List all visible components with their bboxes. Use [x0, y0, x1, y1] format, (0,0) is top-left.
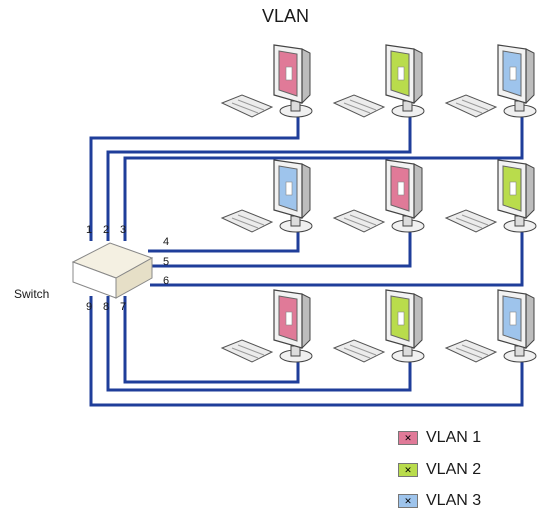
cable-port-4 — [148, 230, 300, 253]
port-label-9: 9 — [86, 301, 93, 313]
cable-port-7 — [123, 296, 300, 384]
workstation-6 — [444, 159, 537, 233]
cable-port-6 — [150, 230, 524, 287]
workstation-8 — [332, 289, 425, 363]
workstation-7 — [220, 289, 313, 363]
port-label-4: 4 — [163, 236, 170, 248]
cable-port-9 — [89, 296, 524, 407]
workstation-5 — [332, 159, 425, 233]
workstation-4 — [220, 159, 313, 233]
legend-label-vlan-3: VLAN 3 — [426, 492, 482, 509]
keyboard-icon — [332, 339, 386, 363]
port-label-7: 7 — [120, 301, 127, 313]
port-label-6: 6 — [163, 275, 170, 287]
keyboard-icon — [332, 94, 386, 118]
legend-swatch-vlan-3: ✕ — [398, 494, 418, 508]
port-label-3: 3 — [120, 224, 127, 236]
cable-port-8 — [106, 296, 412, 392]
keyboard-icon — [444, 94, 498, 118]
workstation-9 — [444, 289, 537, 363]
cable-port-3 — [123, 116, 524, 241]
cable-port-2 — [106, 116, 412, 241]
port-label-5: 5 — [163, 256, 170, 268]
cable-port-1 — [89, 116, 300, 241]
diagram-title: VLAN — [262, 6, 310, 26]
port-label-2: 2 — [103, 224, 110, 236]
switch-label: Switch — [14, 287, 50, 301]
workstation-3 — [444, 44, 537, 118]
cable-layer — [89, 116, 524, 407]
legend-label-vlan-1: VLAN 1 — [426, 429, 482, 446]
cable-port-5 — [150, 230, 412, 268]
legend-item-vlan-3: ✕ VLAN 3 — [398, 491, 481, 511]
workstation-1 — [220, 44, 313, 118]
keyboard-icon — [220, 94, 274, 118]
keyboard-icon — [444, 209, 498, 233]
legend-swatch-vlan-1: ✕ — [398, 431, 418, 445]
switch-icon — [71, 242, 154, 299]
keyboard-icon — [444, 339, 498, 363]
keyboard-icon — [332, 209, 386, 233]
legend-label-vlan-2: VLAN 2 — [426, 461, 482, 478]
legend-item-vlan-1: ✕ VLAN 1 — [398, 428, 481, 448]
workstation-layer — [220, 44, 537, 363]
workstation-2 — [332, 44, 425, 118]
port-label-8: 8 — [103, 301, 110, 313]
keyboard-icon — [220, 339, 274, 363]
legend-item-vlan-2: ✕ VLAN 2 — [398, 460, 481, 480]
keyboard-icon — [220, 209, 274, 233]
port-label-1: 1 — [86, 224, 93, 236]
legend-swatch-vlan-2: ✕ — [398, 463, 418, 477]
